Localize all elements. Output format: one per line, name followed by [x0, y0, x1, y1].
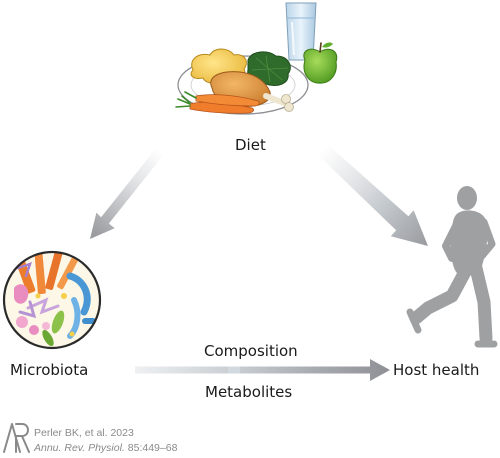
spinach-icon — [247, 51, 291, 87]
citation-authors: Perler BK, et al. 2023 — [34, 427, 134, 439]
citation-pages: 85:449–68 — [124, 442, 178, 454]
arrow-diet-to-microbiota — [90, 146, 165, 239]
arrow-microbiota-to-host-health — [135, 359, 390, 381]
carrot-icon — [175, 91, 260, 114]
citation-journal: Annu. Rev. Physiol. — [34, 442, 125, 454]
citation-reference: Annu. Rev. Physiol. 85:449–68 — [34, 442, 177, 454]
edge-label-metabolites: Metabolites — [205, 383, 293, 401]
arrow-diet-to-host-health — [317, 143, 428, 246]
microbiota-illustration — [2, 250, 102, 350]
node-label-microbiota: Microbiota — [10, 361, 89, 379]
node-label-host-health: Host health — [393, 361, 480, 379]
edge-label-composition: Composition — [204, 342, 298, 360]
apple-icon — [303, 42, 338, 84]
publisher-logo — [3, 423, 30, 453]
node-label-diet: Diet — [235, 136, 266, 154]
diet-food-illustration — [175, 2, 338, 115]
running-person-icon — [406, 186, 498, 348]
